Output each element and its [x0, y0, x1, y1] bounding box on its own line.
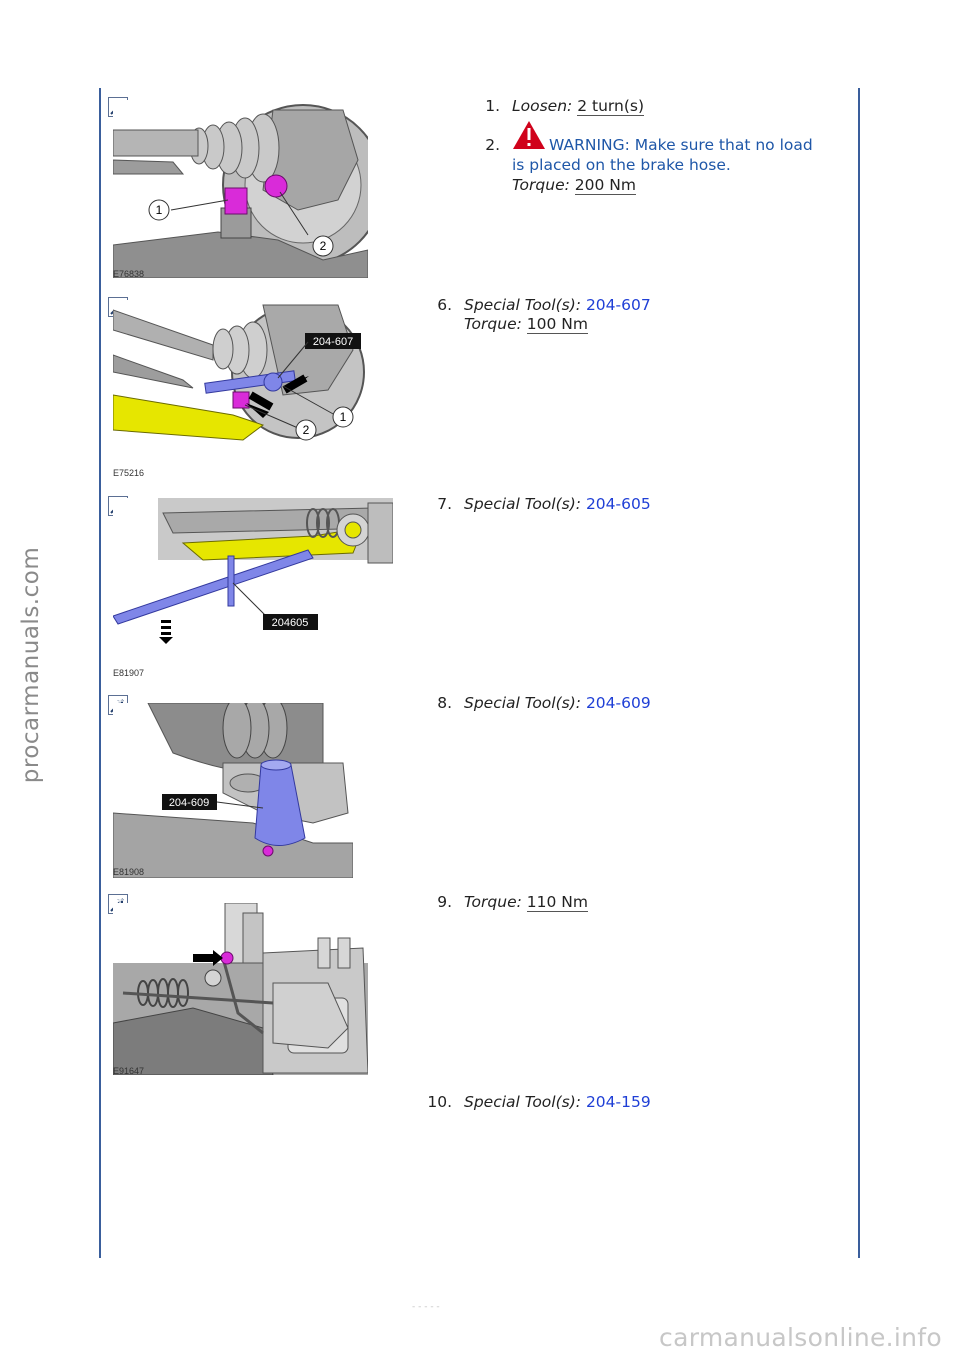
special-tool-link[interactable]: 204-605 — [585, 495, 651, 513]
step-number: 7. — [437, 495, 452, 513]
figure-id: E75216 — [113, 468, 145, 478]
step-label: Torque: — [464, 315, 522, 333]
figure-callout: 204-609 — [169, 797, 209, 809]
step-label: Torque: — [464, 893, 522, 911]
step-number: 1. — [485, 97, 500, 115]
figure-callout: 204-607 — [313, 336, 353, 348]
step-value: 100 Nm — [526, 315, 588, 334]
step-value: 200 Nm — [574, 176, 636, 195]
figure-callout: 2 — [303, 423, 310, 437]
figure-callout: 1 — [340, 410, 347, 424]
step-number: 6. — [437, 296, 452, 314]
figure-callout: 2 — [320, 239, 327, 253]
right-border-rule — [858, 88, 860, 1258]
step-label: Special Tool(s): — [464, 1093, 581, 1111]
step-number: 10. — [427, 1093, 452, 1111]
step-number: 8. — [437, 694, 452, 712]
figure-e81907: 204605 — [113, 498, 393, 648]
side-watermark: procarmanuals.com — [18, 546, 44, 784]
figure-callout: 204605 — [272, 617, 309, 629]
figure-e76838: 1 2 — [113, 100, 368, 278]
special-tool-link[interactable]: 204-609 — [585, 694, 651, 712]
step-label: Special Tool(s): — [464, 694, 581, 712]
special-tool-link[interactable]: 204-607 — [585, 296, 651, 314]
step-number: 9. — [437, 893, 452, 911]
figure-e91647 — [113, 903, 368, 1075]
warning-text: WARNING: Make sure that no load — [549, 136, 813, 154]
step-label: Loosen: — [512, 97, 573, 115]
figure-id: E91647 — [113, 1066, 145, 1076]
warning-text: is placed on the brake hose. — [512, 156, 731, 174]
figure-e81908: 204-609 — [113, 703, 353, 878]
step-number: 2. — [485, 136, 500, 154]
step-label: Special Tool(s): — [464, 296, 581, 314]
special-tool-link[interactable]: 204-159 — [585, 1093, 651, 1111]
figure-e75216: 204-607 1 2 — [113, 300, 368, 450]
step-value: 2 turn(s) — [577, 97, 644, 116]
step-value: 110 Nm — [526, 893, 588, 912]
footer-watermark: carmanualsonline.info — [659, 1323, 942, 1352]
figure-id: E81908 — [113, 867, 145, 877]
footer-page-number: - - - - - — [412, 1302, 440, 1312]
figure-callout: 1 — [156, 203, 163, 217]
step-label: Special Tool(s): — [464, 495, 581, 513]
left-border-rule — [99, 88, 101, 1258]
warning-icon — [513, 121, 545, 149]
figure-id: E76838 — [113, 269, 145, 279]
step-label: Torque: — [512, 176, 570, 194]
figure-id: E81907 — [113, 668, 145, 678]
